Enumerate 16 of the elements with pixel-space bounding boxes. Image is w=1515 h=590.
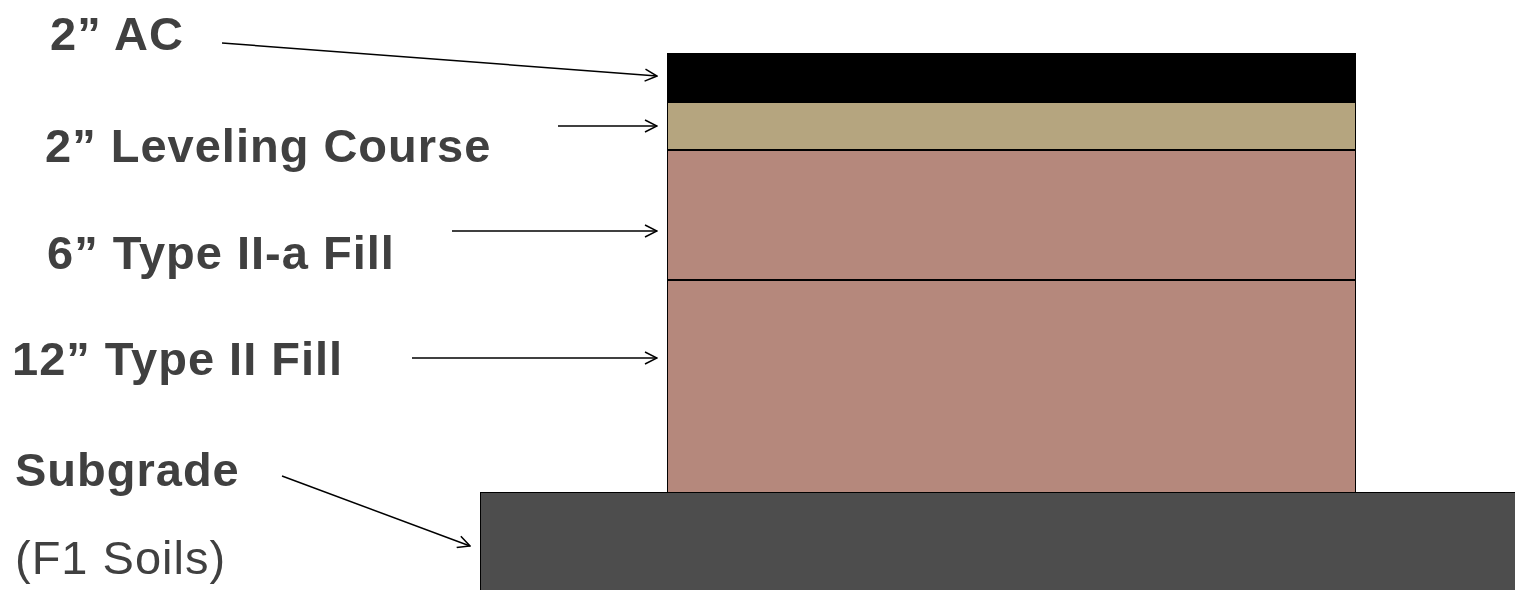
layer-bar [667, 53, 1356, 103]
arrow [411, 351, 658, 365]
layer-label: 6” Type II-a Fill [47, 227, 395, 279]
layer-note: (F1 Soils) [15, 531, 228, 584]
layer-bar [667, 102, 1356, 150]
arrow [281, 475, 471, 549]
layer-bar [667, 280, 1356, 493]
arrow [451, 224, 658, 238]
arrow [221, 42, 658, 82]
layer-bar [667, 150, 1356, 280]
layer-label: 12” Type II Fill [12, 333, 344, 385]
layer-label: 2” Leveling Course [45, 120, 492, 172]
layer-bar [480, 492, 1515, 590]
layer-label: 2” AC [50, 8, 184, 60]
arrow [557, 119, 658, 133]
layer-label: Subgrade [15, 444, 240, 496]
